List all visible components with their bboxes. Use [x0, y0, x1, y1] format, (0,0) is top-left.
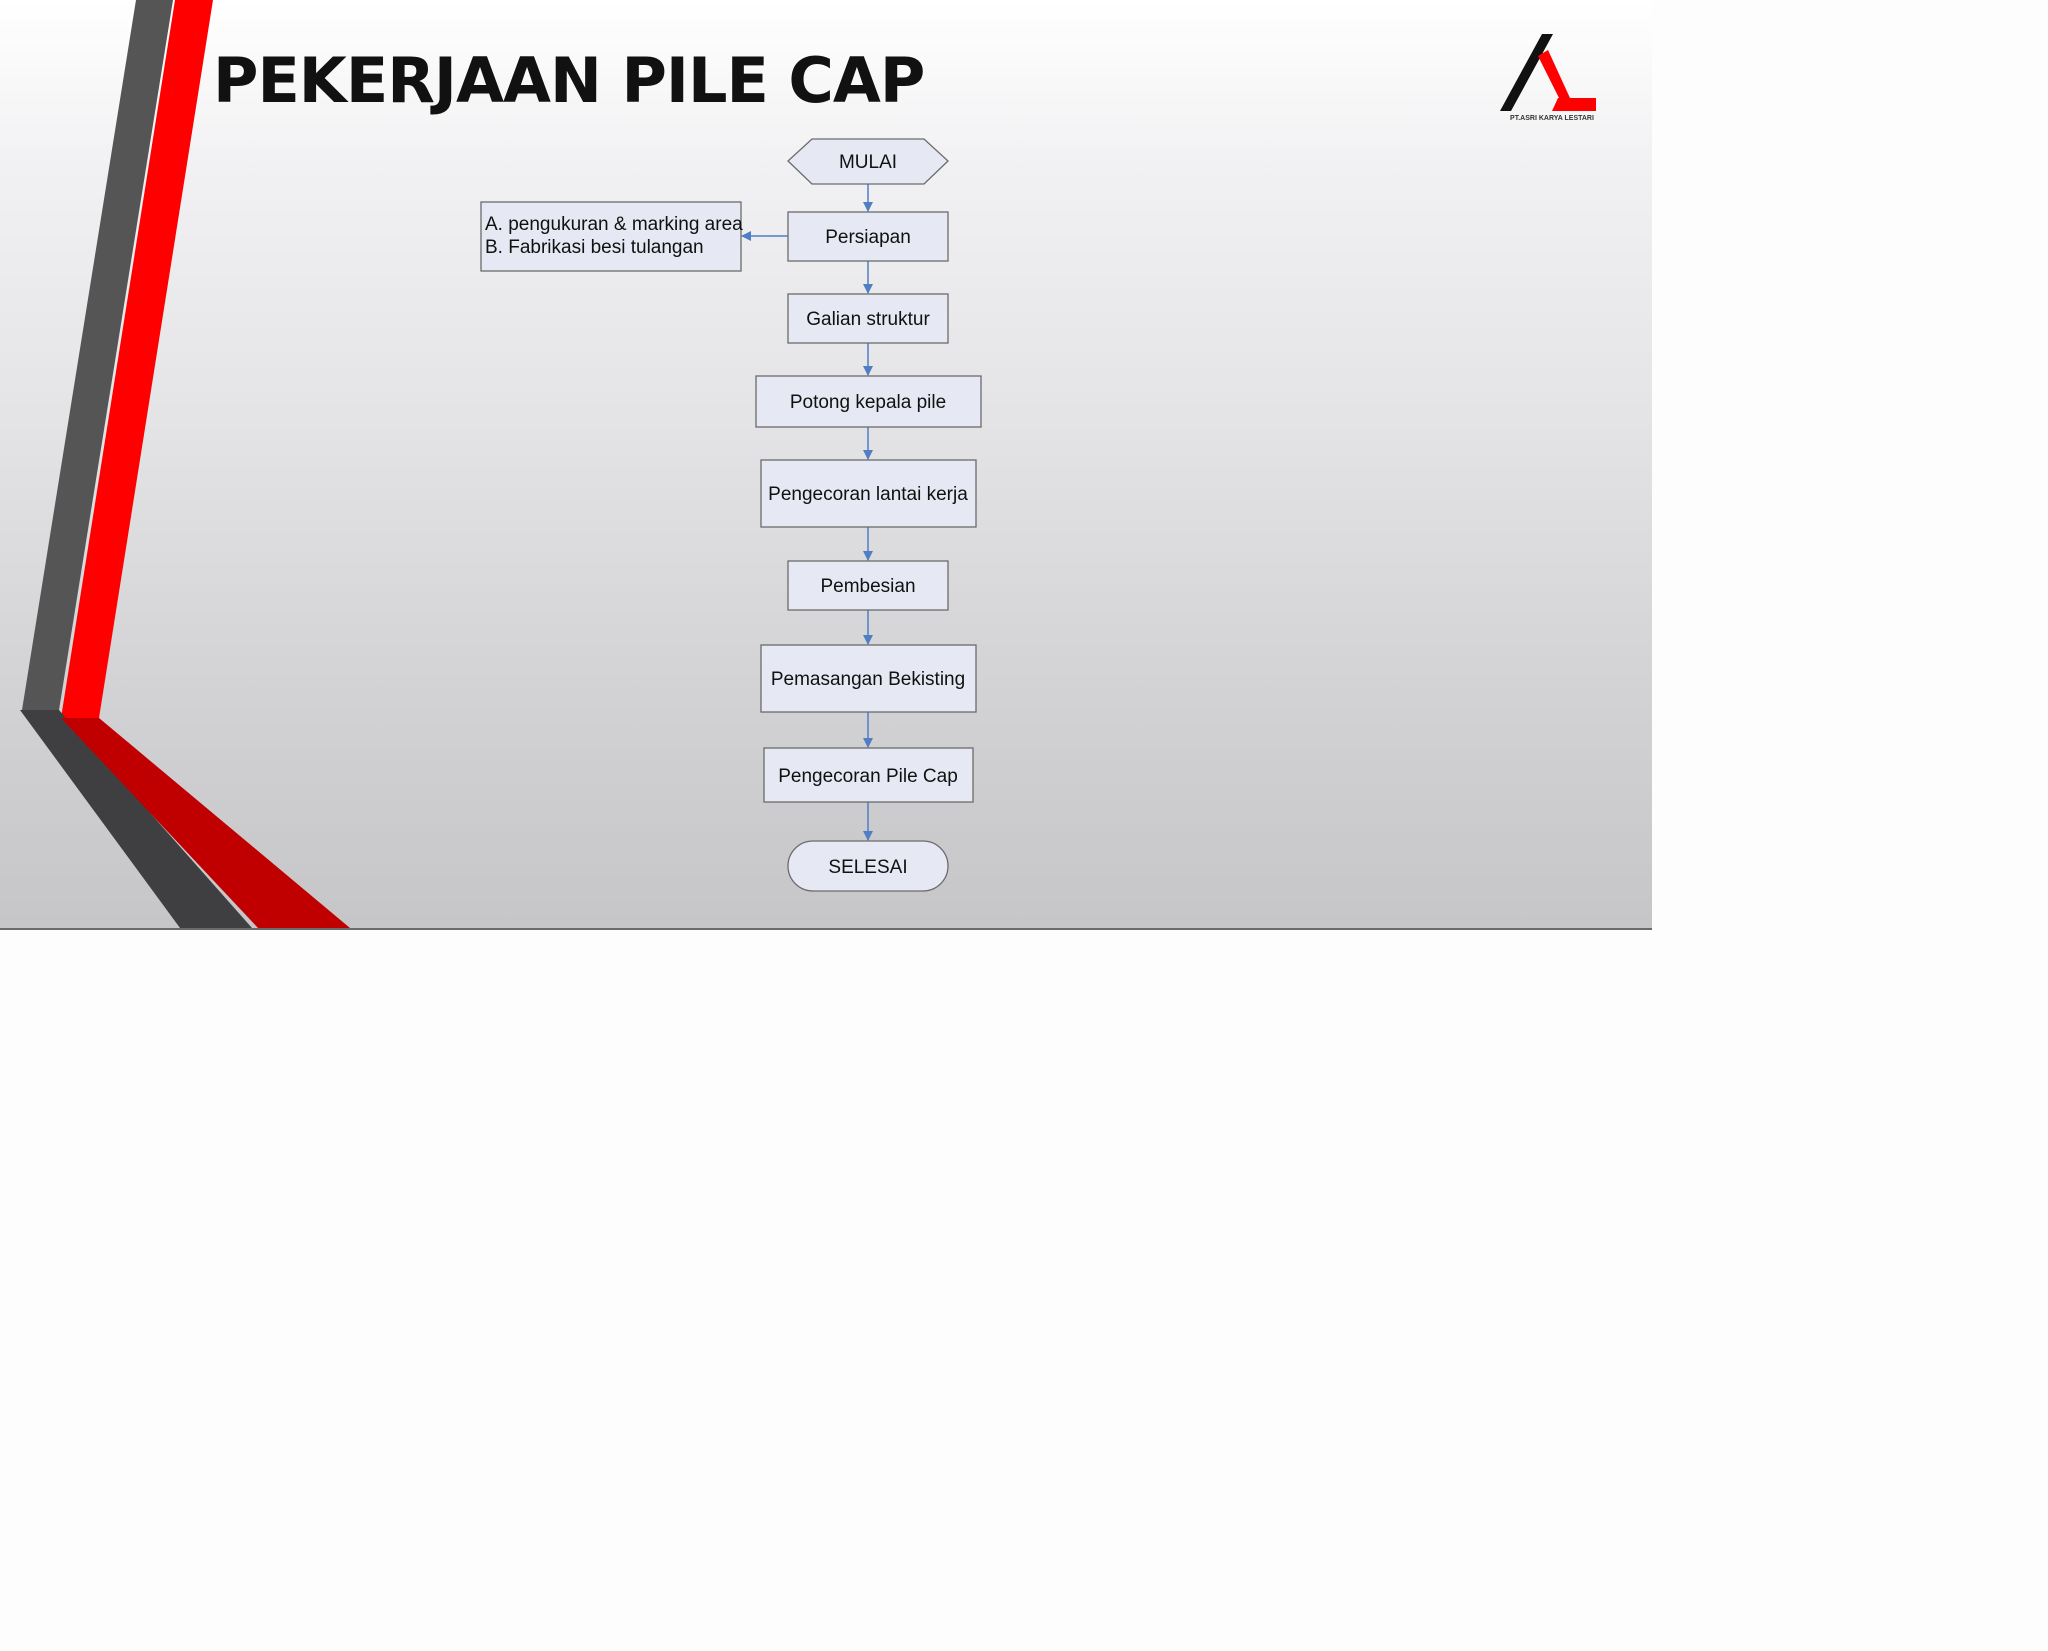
- dark-red-diagonal-stripe: [61, 718, 350, 928]
- flowchart: MULAI A. pengukuran & marking area B. Fa…: [480, 138, 982, 892]
- process-step: Pemasangan Bekisting: [760, 644, 977, 713]
- side-note-line: A. pengukuran & marking area: [485, 214, 743, 235]
- logo-caption: PT.ASRI KARYA LESTARI: [1510, 115, 1594, 122]
- red-stripe: [61, 0, 213, 718]
- process-step-label: Pengecoran lantai kerja: [768, 484, 968, 505]
- end-terminator: SELESAI: [787, 840, 949, 892]
- process-step-label: Potong kepala pile: [790, 392, 946, 413]
- process-step: Potong kepala pile: [755, 375, 982, 428]
- decorative-stripes: [20, 0, 350, 928]
- side-note: A. pengukuran & marking area B. Fabrikas…: [480, 201, 743, 272]
- process-step: Pengecoran lantai kerja: [760, 459, 977, 528]
- grey-stripe: [22, 0, 173, 710]
- grey-diagonal-stripe: [20, 710, 252, 928]
- process-step-label: Pengecoran Pile Cap: [778, 766, 958, 787]
- side-note-line: B. Fabrikasi besi tulangan: [485, 237, 704, 258]
- process-step: Pembesian: [787, 560, 949, 611]
- process-steps: Persiapan Galian struktur Potong kepala …: [755, 211, 982, 803]
- start-label: MULAI: [839, 152, 897, 173]
- process-step-label: Pemasangan Bekisting: [771, 669, 965, 690]
- end-label: SELESAI: [828, 857, 907, 878]
- connectors: [741, 184, 873, 841]
- start-terminator: MULAI: [787, 138, 949, 185]
- process-step-label: Pembesian: [820, 576, 915, 597]
- company-logo: PT.ASRI KARYA LESTARI: [1500, 26, 1604, 128]
- process-step-label: Persiapan: [825, 227, 911, 248]
- process-step: Persiapan: [787, 211, 949, 262]
- logo-mark-icon: PT.ASRI KARYA LESTARI: [1500, 34, 1596, 122]
- process-step: Galian struktur: [787, 293, 949, 344]
- slide: PEKERJAAN PILE CAP PT.ASRI KARYA LESTARI: [0, 0, 1652, 930]
- process-step: Pengecoran Pile Cap: [763, 747, 974, 803]
- process-step-label: Galian struktur: [806, 309, 930, 330]
- page-title: PEKERJAAN PILE CAP: [213, 44, 925, 117]
